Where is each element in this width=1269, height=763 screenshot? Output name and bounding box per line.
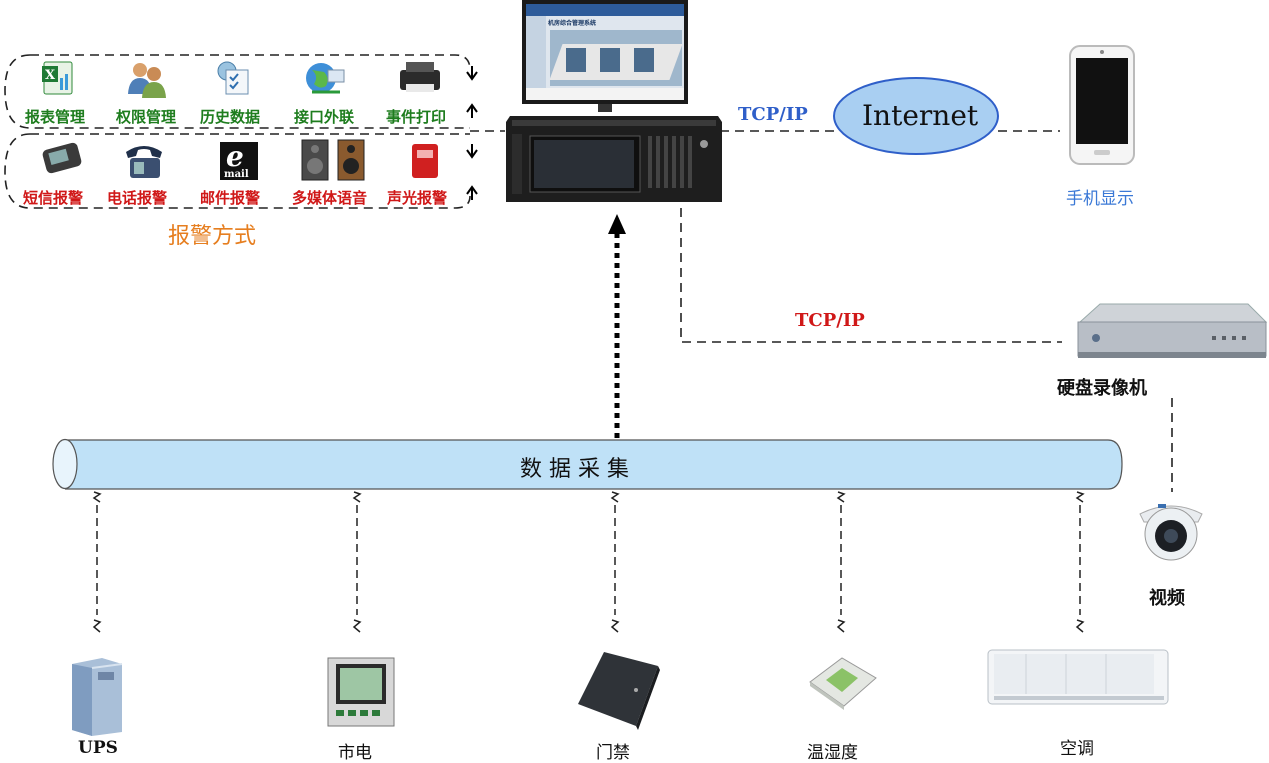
alarm-group-outline [4,133,471,209]
function-label-permission: 权限管理 [116,108,177,126]
dvr-label: 硬盘录像机 [1057,378,1147,399]
camera-label: 视频 [1149,588,1185,609]
telephone-icon [126,146,162,178]
smartphone-icon [1069,45,1135,165]
data-bus-end [52,438,78,490]
svg-text:e: e [226,142,244,173]
server-chassis [506,116,722,202]
dome-camera-icon [1139,504,1203,561]
monitor-title: 机房综合管理系统 [548,20,597,27]
alarm-label-voice: 多媒体语音 [292,189,368,207]
device-drop-lines [92,491,1085,633]
speakers-icon [301,139,365,181]
tcp-ip-label-middle: TCP/IP [795,310,865,331]
device-label-ups: UPS [78,738,118,758]
alarm-group-title: 报警方式 [168,224,257,249]
monitor-screen: 机房综合管理系统 [526,4,684,100]
function-label-print: 事件打印 [386,108,447,126]
email-icon: e mail [220,142,258,180]
globe-network-icon [306,63,345,94]
printer-icon [400,62,440,92]
svg-text:mail: mail [224,169,249,180]
mobile-phone-icon [42,142,82,174]
power-meter-icon [327,657,395,727]
function-label-interface: 接口外联 [294,108,355,126]
group-arrow-1 [466,66,478,81]
server-to-dvr-line [680,208,1062,343]
excel-icon: X [42,61,73,95]
dvr-icon [1077,303,1268,358]
history-checklist-icon [217,61,249,95]
group-arrow-3 [466,144,478,159]
device-label-aircon: 空调 [1060,739,1094,759]
internet-label: Internet [862,99,979,132]
function-label-report: 报表管理 [25,108,86,126]
temperature-humidity-sensor-icon [809,657,877,710]
function-group-outline [4,54,471,129]
group-arrow-4 [466,185,478,200]
alarm-label-strobe: 声光报警 [387,189,448,207]
air-conditioner-icon [987,649,1169,705]
data-bus-label: 数 据 采 集 [520,457,629,482]
function-label-history: 历史数据 [200,108,261,126]
alarm-label-sms: 短信报警 [23,189,84,207]
alarm-label-email: 邮件报警 [200,189,261,207]
monitor: 机房综合管理系统 [522,0,688,112]
device-label-access: 门禁 [596,743,630,763]
tcp-ip-label-top: TCP/IP [738,104,808,125]
data-bus-body [65,439,1123,490]
strobe-alarm-icon [412,144,438,178]
group-arrow-2 [466,103,478,118]
alarm-label-phone: 电话报警 [107,189,168,207]
svg-text:X: X [45,68,56,83]
access-control-icon [578,652,660,730]
device-label-temp-humidity: 温湿度 [807,743,858,763]
users-icon [128,63,166,98]
ups-cabinet-icon [72,658,123,736]
internet-cloud [833,77,999,155]
phone-label: 手机显示 [1066,189,1134,209]
device-label-mains: 市电 [338,743,372,763]
